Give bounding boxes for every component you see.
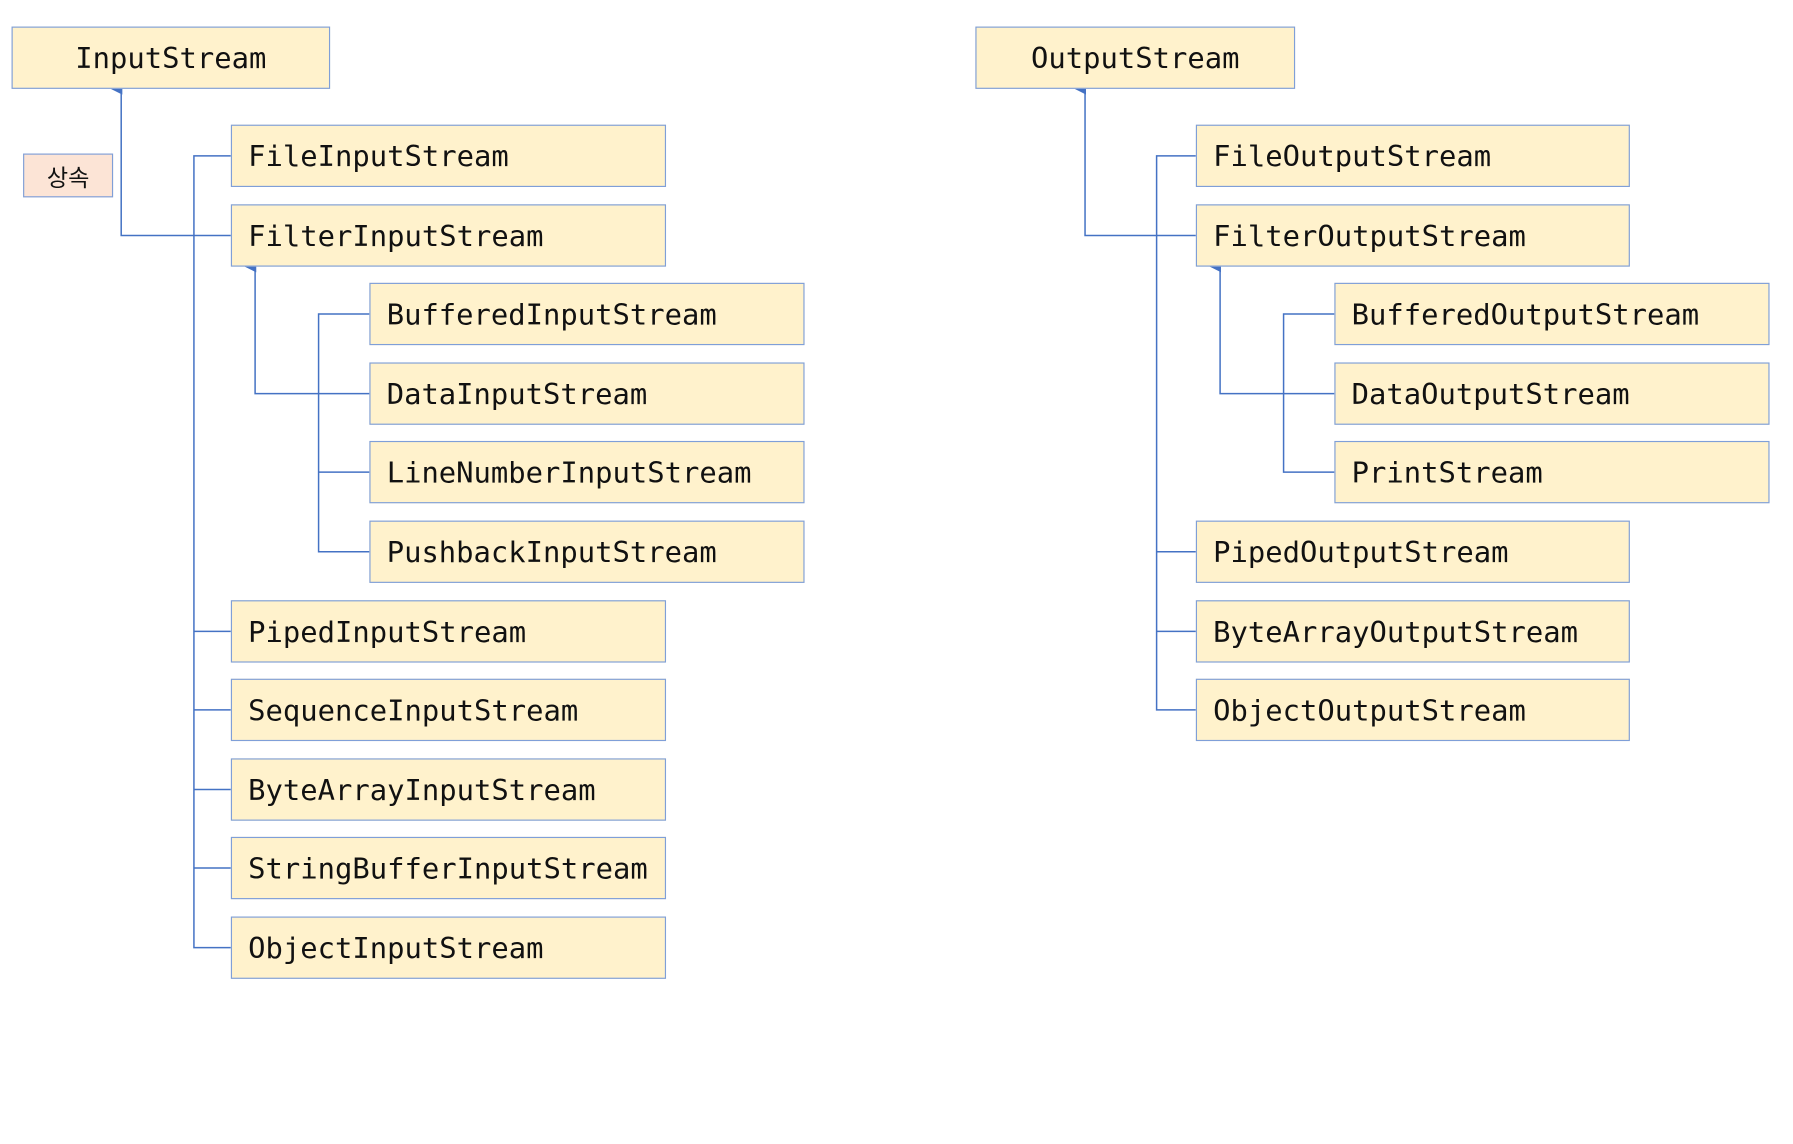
inherit-arrow-outputstream — [1074, 83, 1196, 237]
class-pipedinputstream: PipedInputStream — [230, 600, 667, 663]
bracket-filteroutput-children — [1282, 313, 1335, 473]
class-printstream: PrintStream — [1334, 440, 1770, 504]
class-filterinputstream: FilterInputStream — [230, 204, 667, 267]
class-stringbufferinputstream: StringBufferInputStream — [230, 836, 667, 900]
class-fileinputstream: FileInputStream — [230, 124, 667, 187]
inherit-arrow-filteroutputstream — [1209, 260, 1335, 395]
inherit-arrow-filterinputstream — [244, 260, 370, 395]
bracket-inputstream-children — [193, 155, 231, 949]
class-filteroutputstream: FilterOutputStream — [1195, 204, 1630, 267]
class-dataoutputstream: DataOutputStream — [1334, 362, 1770, 425]
legend-inheritance: 상속 — [23, 153, 114, 198]
class-pipedoutputstream: PipedOutputStream — [1195, 520, 1630, 583]
class-linenumberinputstream: LineNumberInputStream — [369, 440, 805, 504]
class-inputstream: InputStream — [11, 26, 331, 89]
bracket-outputstream-children — [1155, 155, 1196, 711]
class-objectoutputstream: ObjectOutputStream — [1195, 678, 1630, 742]
class-outputstream: OutputStream — [975, 26, 1296, 89]
class-bytearrayoutputstream: ByteArrayOutputStream — [1195, 600, 1630, 663]
bracket-filterinput-children — [317, 313, 370, 553]
class-datainputstream: DataInputStream — [369, 362, 805, 425]
class-pushbackinputstream: PushbackInputStream — [369, 520, 805, 583]
class-objectinputstream: ObjectInputStream — [230, 916, 667, 979]
inherit-arrow-inputstream — [110, 83, 231, 237]
class-bufferedinputstream: BufferedInputStream — [369, 282, 805, 346]
connector-lines — [110, 83, 1335, 949]
class-fileoutputstream: FileOutputStream — [1195, 124, 1630, 187]
class-bytearrayinputstream: ByteArrayInputStream — [230, 758, 667, 821]
class-bufferedoutputstream: BufferedOutputStream — [1334, 282, 1770, 346]
class-sequenceinputstream: SequenceInputStream — [230, 678, 667, 742]
